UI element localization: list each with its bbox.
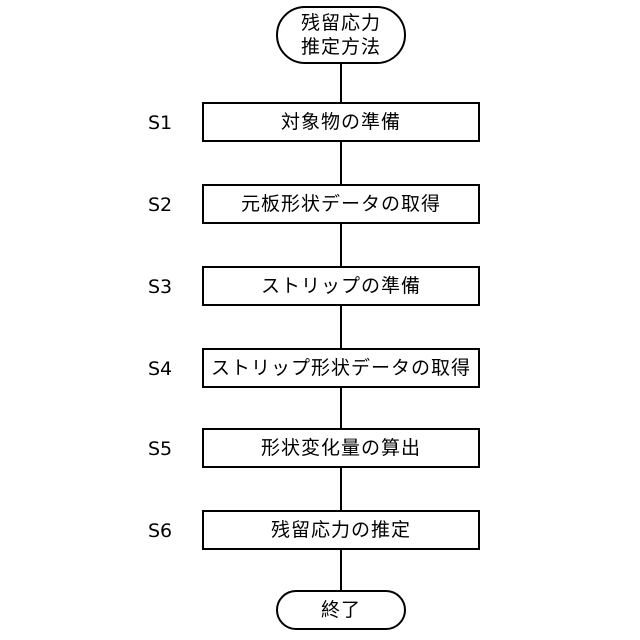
start-terminal-line1: 残留応力: [301, 11, 381, 35]
end-terminal-label: 終了: [321, 598, 361, 622]
step-box-s4: ストリップ形状データの取得: [202, 348, 480, 388]
start-terminal: 残留応力 推定方法: [276, 6, 406, 64]
start-terminal-line2: 推定方法: [301, 35, 381, 59]
step-box-s5: 形状変化量の算出: [202, 428, 480, 468]
step-id-s6: S6: [148, 519, 188, 543]
step-text-s3: ストリップの準備: [261, 274, 421, 298]
step-box-s6: 残留応力の推定: [202, 510, 480, 550]
step-text-s6: 残留応力の推定: [271, 518, 411, 542]
end-terminal: 終了: [276, 590, 406, 630]
step-text-s4: ストリップ形状データの取得: [211, 356, 471, 380]
step-box-s2: 元板形状データの取得: [202, 184, 480, 224]
step-box-s3: ストリップの準備: [202, 266, 480, 306]
step-id-s3: S3: [148, 275, 188, 299]
step-id-s4: S4: [148, 357, 188, 381]
step-id-s1: S1: [148, 111, 188, 135]
step-text-s2: 元板形状データの取得: [241, 192, 441, 216]
step-text-s1: 対象物の準備: [281, 110, 401, 134]
step-id-s5: S5: [148, 437, 188, 461]
step-id-s2: S2: [148, 193, 188, 217]
step-text-s5: 形状変化量の算出: [261, 436, 421, 460]
step-box-s1: 対象物の準備: [202, 102, 480, 142]
